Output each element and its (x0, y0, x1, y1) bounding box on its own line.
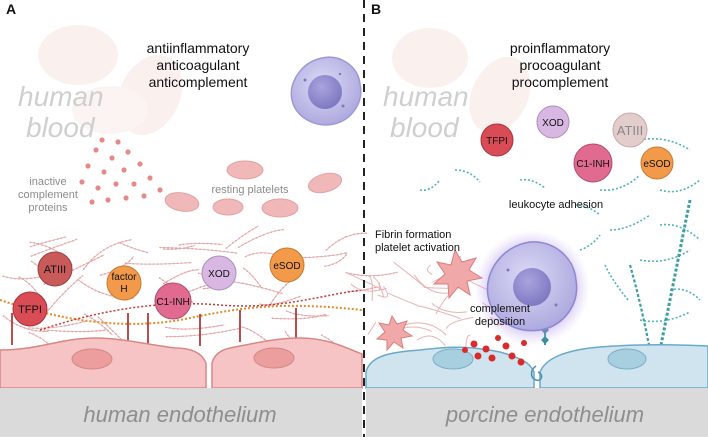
molecule-sphere-icon (573, 143, 613, 183)
human-blood-label-b-line2: blood (390, 112, 460, 143)
platelet-icon (226, 160, 264, 180)
human-blood-label-a-line2: blood (26, 112, 96, 143)
floor-band-a (0, 388, 362, 437)
floor-band-b (366, 388, 708, 437)
atiii-label-a: ATIII (44, 264, 66, 276)
panel-a-title-line1: antiinflammatory (147, 40, 250, 56)
porcine-endothelium-label: porcine endothelium (445, 402, 644, 427)
xod-molecule-b: XOD (536, 105, 570, 139)
panel-b-title-line2: procoagulant (520, 57, 601, 73)
molecule-sphere-icon (12, 291, 48, 327)
c1inh-molecule-b: C1-INH (573, 143, 613, 183)
platelet-icon (307, 172, 343, 194)
molecule-sphere-icon (37, 251, 73, 287)
panel-letter-b: B (371, 1, 381, 17)
molecule-sphere-icon (269, 247, 305, 283)
resting-platelets-group (164, 160, 343, 218)
atiii-molecule-b: ATIII (612, 112, 648, 148)
tfpi-label-b: TFPI (486, 136, 508, 147)
inactive-complement-dots (79, 137, 163, 205)
leukocyte-icon (290, 56, 362, 126)
atiii-label-b: ATIII (617, 123, 643, 138)
glycocalyx-human (0, 225, 398, 363)
molecule-sphere-icon (201, 255, 237, 291)
complement-label-line1: complement (470, 303, 530, 315)
xod-molecule-a: XOD (201, 255, 237, 291)
c1inh-molecule-a: C1-INH (154, 282, 192, 320)
atiii-molecule-a: ATIII (37, 251, 73, 287)
activated-platelet-icon (375, 248, 484, 352)
panel-letter-a: A (6, 1, 16, 17)
panel-a-title-line2: anticoagulant (156, 57, 239, 73)
fibrin-label-line1: Fibrin formation (375, 229, 451, 241)
complement-deposition-dots (462, 335, 527, 366)
inactive-label-line3: proteins (28, 202, 68, 214)
c1inh-label-b: C1-INH (576, 159, 609, 170)
molecule-sphere-icon (612, 112, 648, 148)
platelet-icon (261, 198, 299, 218)
platelet-icon (164, 192, 200, 212)
human-endothelial-cells (0, 337, 363, 389)
factor-h-label-line2: H (120, 284, 127, 295)
leukocyte-adhesion-label: leukocyte adhesion (509, 199, 603, 211)
esod-molecule-b: eSOD (640, 146, 674, 180)
c1inh-label-a: C1-INH (156, 297, 189, 308)
resting-platelets-label: resting platelets (211, 184, 289, 196)
panel-b-title-line3: procomplement (512, 74, 609, 90)
xod-label-a: XOD (208, 269, 230, 280)
molecule-sphere-icon (106, 265, 142, 301)
tfpi-molecule-b: TFPI (480, 123, 514, 157)
factor-h-molecule-a: factor H (106, 265, 142, 301)
rbc-faint-a (38, 25, 183, 136)
platelet-icon (212, 198, 244, 216)
molecule-sphere-icon (536, 105, 570, 139)
rbc-faint-b (392, 28, 531, 134)
esod-label-b: eSOD (643, 159, 670, 170)
molecule-sphere-icon (640, 146, 674, 180)
xod-label-b: XOD (542, 118, 564, 129)
esod-molecule-a: eSOD (269, 247, 305, 283)
panel-a: TFPI ATIII factor H C1-INH XOD eSOD A an… (0, 1, 398, 389)
molecule-sphere-icon (480, 123, 514, 157)
panel-b: TFPI XOD ATIII C1-INH eSOD B proinflamma… (345, 1, 708, 389)
tfpi-molecule-a: TFPI (12, 291, 48, 327)
complement-label-line2: deposition (475, 316, 525, 328)
human-blood-label-b-line1: human (383, 81, 469, 112)
inactive-label-line2: complement (18, 189, 78, 201)
tfpi-label-a: TFPI (18, 304, 42, 316)
leukocyte-icon (474, 230, 590, 346)
human-blood-label-a-line1: human (18, 81, 104, 112)
human-endothelium-label: human endothelium (83, 402, 276, 427)
molecule-sphere-icon (154, 282, 192, 320)
fibrin-label-line2: platelet activation (375, 242, 460, 254)
porcine-endothelial-cells (365, 343, 708, 389)
esod-label-a: eSOD (273, 261, 300, 272)
panel-b-title-line1: proinflammatory (510, 40, 610, 56)
inactive-label-line1: inactive (29, 176, 66, 188)
panel-a-title-line3: anticomplement (149, 74, 248, 90)
factor-h-label-line1: factor (111, 272, 137, 283)
